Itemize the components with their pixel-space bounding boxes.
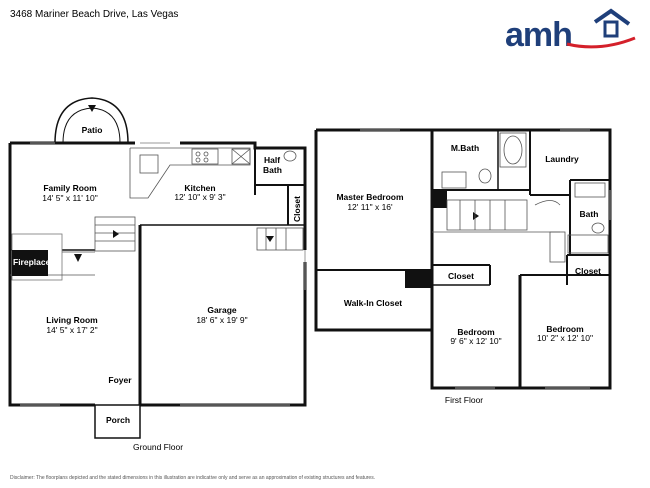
- fireplace-block: [12, 250, 48, 276]
- living-room-dim: 14' 5" x 17' 2": [46, 325, 97, 335]
- living-room-label: Living Room: [46, 315, 98, 325]
- porch-label: Porch: [106, 415, 130, 425]
- kitchen-dim: 12' 10" x 9' 3": [174, 192, 225, 202]
- closet-ground-label: Closet: [292, 196, 302, 222]
- amh-logo: amh: [505, 8, 637, 54]
- bedroom-2-label: Bedroom: [546, 324, 584, 334]
- direction-arrows: [74, 105, 479, 262]
- wall-block: [432, 190, 447, 208]
- logo-wordmark: amh: [505, 16, 573, 54]
- stair-block: [405, 270, 432, 288]
- fireplace-label: Fireplace: [13, 257, 51, 267]
- garage-dim: 18' 6" x 19' 9": [196, 315, 247, 325]
- bedroom-1-dim: 9' 6" x 12' 10": [450, 336, 501, 346]
- half-bath-label-2: Bath: [263, 165, 282, 175]
- kitchen-label: Kitchen: [184, 183, 215, 193]
- first-floor-fixtures: [432, 132, 609, 263]
- family-room-dim: 14' 5" x 11' 10": [42, 193, 97, 203]
- foyer-label: Foyer: [108, 375, 132, 385]
- laundry-label: Laundry: [545, 154, 579, 164]
- windows: [20, 129, 611, 406]
- disclaimer-text: Disclaimer: The floorplans depicted and …: [10, 475, 376, 481]
- half-bath-label-1: Half: [264, 155, 280, 165]
- bath-label: Bath: [580, 209, 599, 219]
- master-bedroom-dim: 12' 11" x 16': [347, 202, 393, 212]
- bedroom-2-dim: 10' 2" x 12' 10": [537, 333, 593, 343]
- family-room-label: Family Room: [43, 183, 97, 193]
- master-bedroom-label: Master Bedroom: [336, 192, 404, 202]
- bedroom-1-label: Bedroom: [457, 327, 495, 337]
- ground-floor-fixtures: [10, 147, 304, 281]
- m-bath-label: M.Bath: [451, 143, 479, 153]
- closet-up-left-label: Closet: [448, 271, 474, 281]
- patio-label: Patio: [82, 125, 103, 135]
- first-floor-walls: [314, 128, 612, 390]
- house-roof-icon: [566, 8, 636, 49]
- first-floor-title: First Floor: [445, 395, 483, 405]
- property-address: 3468 Mariner Beach Drive, Las Vegas: [10, 9, 179, 20]
- closet-up-right-label: Closet: [575, 266, 601, 276]
- ground-floor-title: Ground Floor: [133, 442, 183, 452]
- garage-label: Garage: [207, 305, 237, 315]
- walk-in-closet-label: Walk-In Closet: [344, 298, 402, 308]
